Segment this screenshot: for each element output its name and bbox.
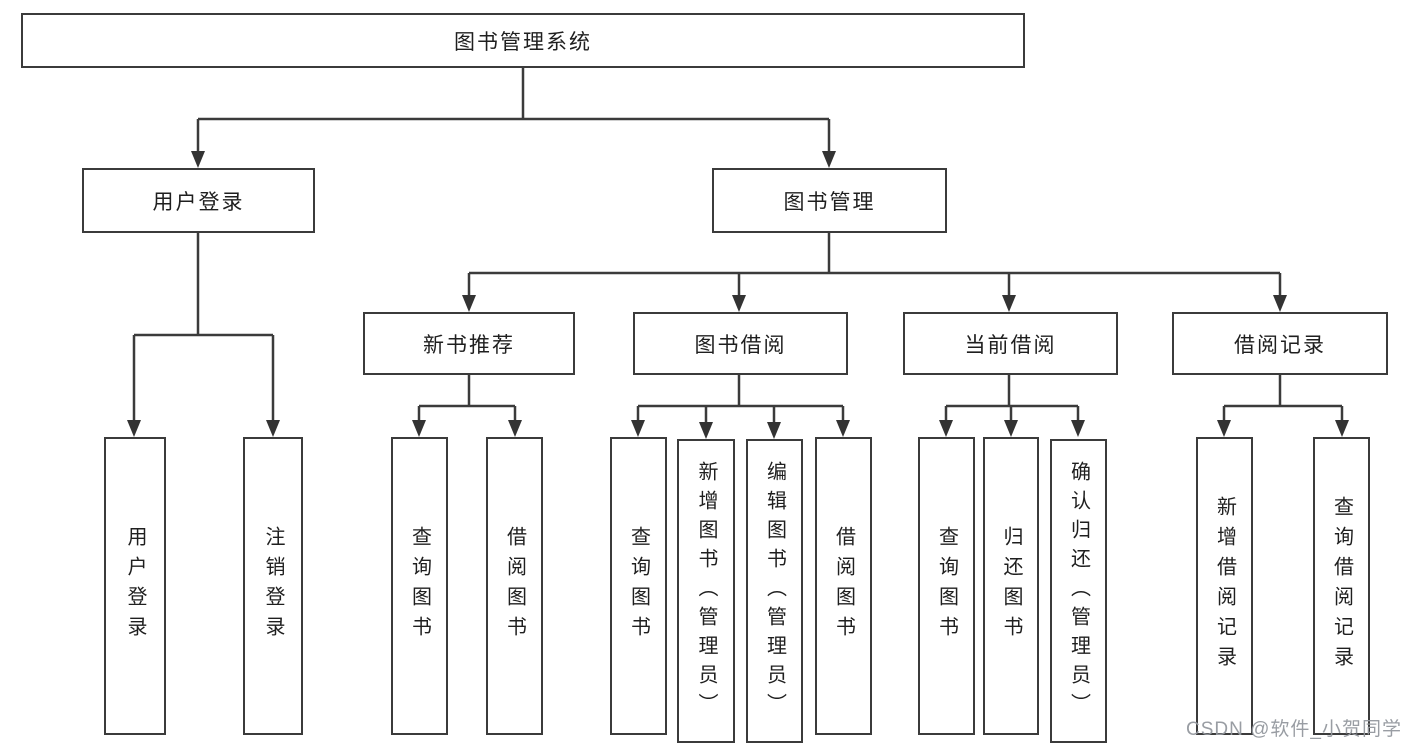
arrow-icon — [1071, 420, 1085, 437]
arrow-icon — [699, 422, 713, 439]
node-book-management-label: 图书管理 — [783, 190, 876, 214]
arrow-icon — [1004, 420, 1018, 437]
arrow-icon — [1273, 295, 1287, 312]
node-query-borrow-record-label: 查询借阅记录 — [1330, 496, 1353, 676]
node-query-books-borrow: 查询图书 — [610, 437, 667, 735]
arrow-icon — [1002, 295, 1016, 312]
node-confirm-return-admin-label: 确认归还（管理员） — [1067, 460, 1090, 722]
arrow-icon — [631, 420, 645, 437]
node-add-borrow-record-label: 新增借阅记录 — [1213, 496, 1236, 676]
node-add-borrow-record: 新增借阅记录 — [1196, 437, 1253, 735]
node-query-books-current: 查询图书 — [918, 437, 975, 735]
arrow-icon — [822, 151, 836, 168]
node-new-book-recommend-label: 新书推荐 — [423, 333, 515, 357]
node-library-system: 图书管理系统 — [21, 13, 1025, 68]
arrow-icon — [412, 420, 426, 437]
node-return-book-label: 归还图书 — [1000, 526, 1022, 646]
node-query-books-recommend-label: 查询图书 — [408, 526, 431, 646]
node-confirm-return-admin: 确认归还（管理员） — [1050, 439, 1107, 743]
node-return-book: 归还图书 — [983, 437, 1039, 735]
node-edit-book-admin: 编辑图书（管理员） — [746, 439, 803, 743]
arrow-icon — [767, 422, 781, 439]
node-current-borrow: 当前借阅 — [903, 312, 1118, 375]
node-borrow-records: 借阅记录 — [1172, 312, 1388, 375]
arrow-icon — [127, 420, 141, 437]
node-user-login-leaf-label: 用户登录 — [124, 526, 146, 646]
arrow-icon — [1335, 420, 1349, 437]
node-book-borrow: 图书借阅 — [633, 312, 848, 375]
node-user-login-leaf: 用户登录 — [104, 437, 166, 735]
arrow-icon — [1217, 420, 1231, 437]
node-query-books-borrow-label: 查询图书 — [627, 526, 650, 646]
node-add-book-admin: 新增图书（管理员） — [677, 439, 735, 743]
node-add-book-admin-label: 新增图书（管理员） — [695, 460, 717, 722]
arrow-icon — [191, 151, 205, 168]
node-borrow-records-label: 借阅记录 — [1234, 333, 1326, 357]
arrow-icon — [836, 420, 850, 437]
node-borrow-books-borrow-label: 借阅图书 — [832, 526, 855, 646]
node-library-system-label: 图书管理系统 — [454, 30, 592, 54]
arrow-icon — [508, 420, 522, 437]
node-logout: 注销登录 — [243, 437, 303, 735]
node-book-borrow-label: 图书借阅 — [694, 333, 787, 357]
node-user-login: 用户登录 — [82, 168, 315, 233]
node-borrow-books-recommend-label: 借阅图书 — [503, 526, 526, 646]
arrow-icon — [732, 295, 746, 312]
node-query-books-current-label: 查询图书 — [935, 526, 958, 646]
arrow-icon — [462, 295, 476, 312]
node-edit-book-admin-label: 编辑图书（管理员） — [763, 460, 786, 722]
node-query-books-recommend: 查询图书 — [391, 437, 448, 735]
node-borrow-books-borrow: 借阅图书 — [815, 437, 872, 735]
arrow-icon — [939, 420, 953, 437]
node-borrow-books-recommend: 借阅图书 — [486, 437, 543, 735]
arrow-icon — [266, 420, 280, 437]
csdn-watermark: CSDN @软件_小贺同学 — [1186, 719, 1402, 740]
node-logout-label: 注销登录 — [262, 526, 284, 646]
node-current-borrow-label: 当前借阅 — [964, 333, 1057, 357]
node-book-management: 图书管理 — [712, 168, 947, 233]
node-user-login-label: 用户登录 — [152, 190, 245, 214]
node-query-borrow-record: 查询借阅记录 — [1313, 437, 1370, 735]
node-new-book-recommend: 新书推荐 — [363, 312, 575, 375]
